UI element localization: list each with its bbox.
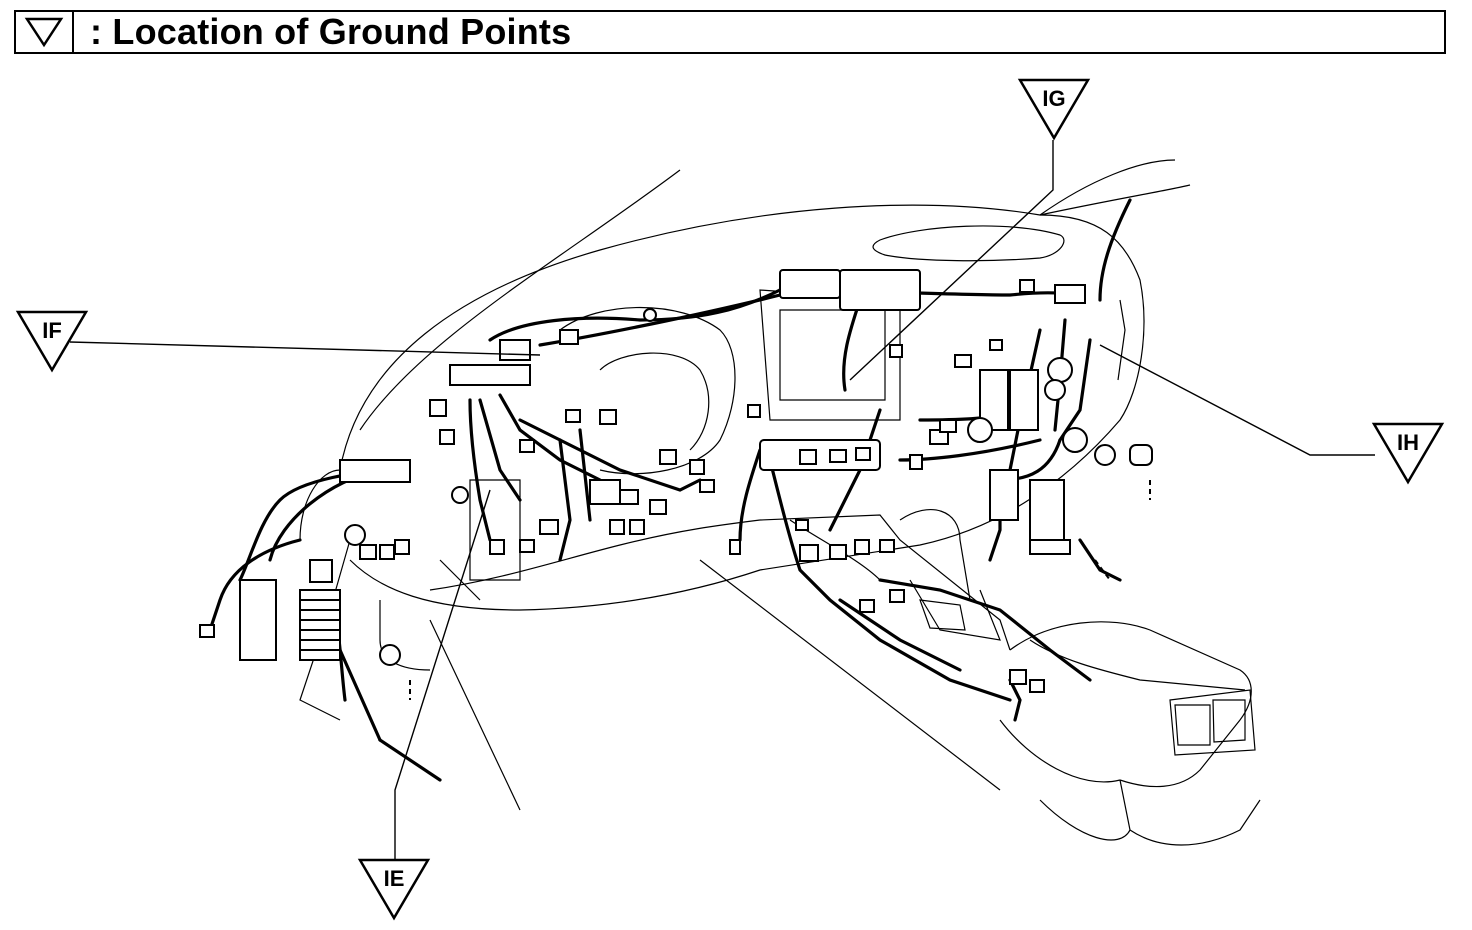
header-bar: : Location of Ground Points: [14, 10, 1446, 54]
ground-point-if: IF: [15, 310, 89, 373]
ground-triangle-icon: [15, 310, 89, 373]
ground-triangle-icon: [1371, 422, 1445, 485]
ground-point-ie: IE: [357, 858, 431, 921]
ground-triangle-icon: [357, 858, 431, 921]
ground-point-label: IG: [1042, 86, 1065, 111]
leader-lines: [69, 140, 1375, 860]
ground-triangle-icon: [16, 12, 74, 52]
ground-point-label: IH: [1397, 430, 1419, 455]
wire-ends: [409, 480, 1151, 700]
page-title: : Location of Ground Points: [90, 11, 572, 52]
ground-point-label: IF: [42, 318, 62, 343]
ground-point-ih: IH: [1371, 422, 1445, 485]
ground-point-ig: IG: [1017, 78, 1091, 141]
ground-triangle-icon: [1017, 78, 1091, 141]
connectors: [199, 269, 1153, 693]
ground-point-label: IE: [384, 866, 405, 891]
